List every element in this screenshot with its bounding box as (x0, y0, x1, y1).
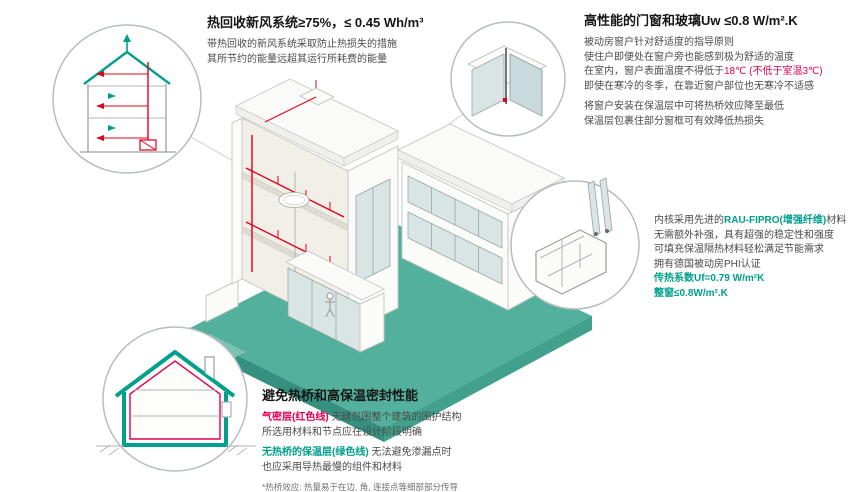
windows-title: 高性能的门窗和玻璃Uw ≤0.8 W/m².K (584, 13, 798, 28)
temp-note: (不低于室温3℃) (746, 66, 823, 77)
rau-fipro-label: RAU-FIPRO(增强纤维) (724, 215, 827, 226)
windows-desc-line: 被动房窗户针对舒适度的指导原则 (584, 37, 734, 48)
profile-desc-line: 拥有德国被动房PHI认证 (654, 258, 761, 270)
corner-marker (503, 98, 507, 102)
window-opening (221, 401, 232, 418)
window-profile-callout (510, 177, 640, 310)
gasket-dot (605, 229, 609, 233)
ventilation-desc-line: 其所节约的能量远超其运行所耗费的能量 (207, 53, 387, 65)
airtight-layer-rest: 无缝包围整个建筑的围护结构 (328, 412, 462, 423)
airtight-layer-label: 气密层(红色线) (262, 412, 329, 423)
rooftop-hvac-unit (264, 80, 336, 123)
ventilation-title: 热回收新风系统≥75%，≤ 0.45 Wh/m³ (207, 15, 424, 30)
ventilation-callout (52, 24, 202, 174)
ventilation-desc-line: 带热回收的新风系统采取防止热损失的措施 (207, 39, 397, 50)
profile-text-block: 内核采用先进的RAU-FIPRO(增强纤维)材料 无需额外补强，具有超强的稳定性… (654, 214, 862, 301)
left-wall-edge (231, 117, 243, 285)
windows-temp-line: 在室内，窗户表面温度不得低于18℃ (不低于室温3℃) (584, 65, 862, 80)
insulation-layer-label: 无热桥的保温层(绿色线) (262, 447, 369, 458)
insulation-layer-line: 无热桥的保温层(绿色线) 无法避免渗漏点时 (262, 446, 562, 461)
thermal-title: 避免热桥和高保温密封性能 (262, 388, 419, 403)
ventilation-section-drawing (80, 34, 176, 153)
windows-text-block: 高性能的门窗和玻璃Uw ≤0.8 W/m².K 被动房窗户针对舒适度的指导原则 … (584, 13, 862, 129)
profile-section-drawing (535, 177, 613, 295)
profile-desc-line: 可填充保温隔热材料轻松满足节能需求 (654, 244, 824, 255)
thermal-text-block: 避免热桥和高保温密封性能 气密层(红色线) 无缝包围整个建筑的围护结构 所选用材… (262, 388, 562, 492)
windows-desc-line: 即使在寒冷的冬季，在靠近窗户部位也无寒冷不适感 (584, 80, 814, 92)
ventilation-text-block: 热回收新风系统≥75%，≤ 0.45 Wh/m³ 带热回收的新风系统采取防止热损… (207, 15, 472, 67)
windows-desc-line: 将窗户安装在保温层中可将热桥效应降至最低 (584, 101, 784, 112)
insulation-layer-rest: 无法避免渗漏点时 (368, 447, 452, 458)
uw-value-line: 整窗≤0.8W/m².K (654, 287, 728, 299)
uf-value-line: 传热系数Uf=0.79 W/m²K (654, 273, 765, 284)
profile-line-suffix: 材料 (826, 215, 847, 226)
thermal-footnote: *热桥效应: 热量易于在边, 角, 连接点等细部部分传导 (262, 482, 458, 492)
window-corner-drawing (466, 45, 548, 117)
glass-extension (284, 250, 386, 353)
window-corner-callout (450, 21, 566, 137)
insulation-section-drawing (96, 350, 256, 456)
windows-desc-line: 使住户即便处在窗户旁也能感到极为舒适的温度 (584, 51, 794, 63)
supply-arrow-icon (108, 93, 116, 99)
exhaust-arrow-icon (123, 34, 131, 42)
profile-material-line: 内核采用先进的RAU-FIPRO(增强纤维)材料 (654, 214, 862, 229)
temp-value: 18℃ (724, 66, 747, 77)
temp-line-prefix: 在室内，窗户表面温度不得低于 (584, 66, 724, 77)
thermal-desc-line: 所选用材料和节点应在设计阶段明确 (262, 426, 422, 438)
airtight-layer-line: 气密层(红色线) 无缝包围整个建筑的围护结构 (262, 411, 562, 426)
person-figure (325, 292, 335, 318)
ground-hatching (99, 444, 248, 456)
insulation-callout (96, 326, 256, 472)
garden-wall (205, 279, 239, 323)
bathtub (278, 192, 310, 208)
chimney (204, 356, 215, 379)
thermal-desc-line: 也应采用导热最慢的组件和材料 (262, 461, 402, 473)
gasket-dot (594, 232, 598, 236)
profile-desc-line: 无需额外补强，具有超强的稳定性和强度 (654, 229, 834, 241)
supply-arrow-icon (108, 125, 116, 131)
windows-desc-line: 保温层包裹住部分窗框可有效降低热损失 (584, 115, 764, 127)
profile-line-prefix: 内核采用先进的 (654, 215, 724, 226)
house-cutaway (231, 78, 566, 353)
